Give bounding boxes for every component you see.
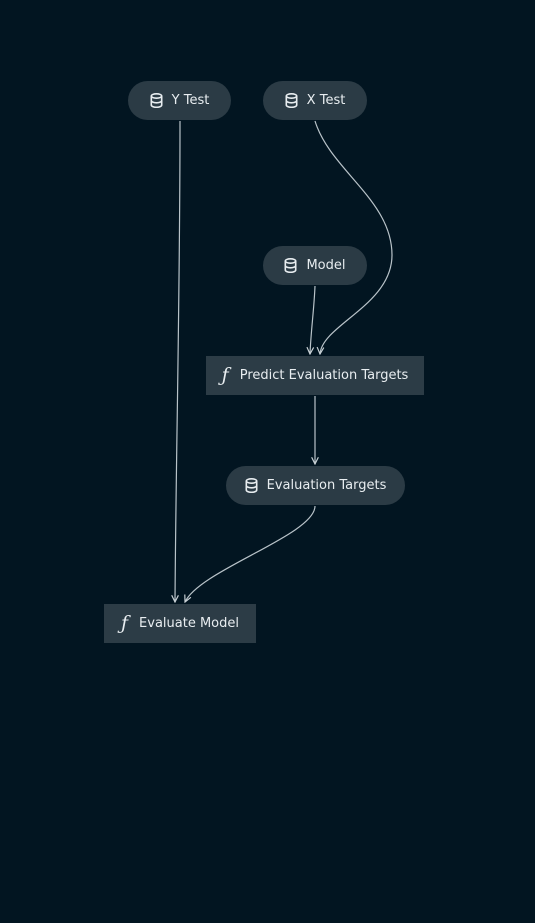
function-icon: ƒ bbox=[221, 364, 229, 386]
node-label: Evaluate Model bbox=[139, 616, 239, 631]
node-x-test[interactable]: X Test bbox=[263, 81, 367, 120]
edge-x-test-to-predict bbox=[314, 120, 393, 354]
node-label: Model bbox=[306, 258, 346, 273]
edge-y-test-to-evaluate-model bbox=[175, 120, 181, 602]
node-label: Evaluation Targets bbox=[266, 478, 387, 493]
edge-model-to-predict bbox=[310, 285, 316, 354]
node-label: Y Test bbox=[171, 93, 210, 108]
node-model[interactable]: Model bbox=[263, 246, 367, 285]
function-icon: ƒ bbox=[121, 612, 129, 634]
database-icon bbox=[245, 478, 258, 493]
node-label: X Test bbox=[306, 93, 346, 108]
database-icon bbox=[285, 93, 298, 108]
node-predict-evaluation-targets[interactable]: ƒ Predict Evaluation Targets bbox=[206, 356, 424, 395]
node-label: Predict Evaluation Targets bbox=[239, 368, 409, 383]
database-icon bbox=[284, 258, 297, 273]
node-evaluate-model[interactable]: ƒ Evaluate Model bbox=[104, 604, 256, 643]
edge-evaluation-targets-to-evaluate-model bbox=[185, 505, 316, 602]
database-icon bbox=[150, 93, 163, 108]
node-y-test[interactable]: Y Test bbox=[128, 81, 231, 120]
node-evaluation-targets[interactable]: Evaluation Targets bbox=[226, 466, 405, 505]
